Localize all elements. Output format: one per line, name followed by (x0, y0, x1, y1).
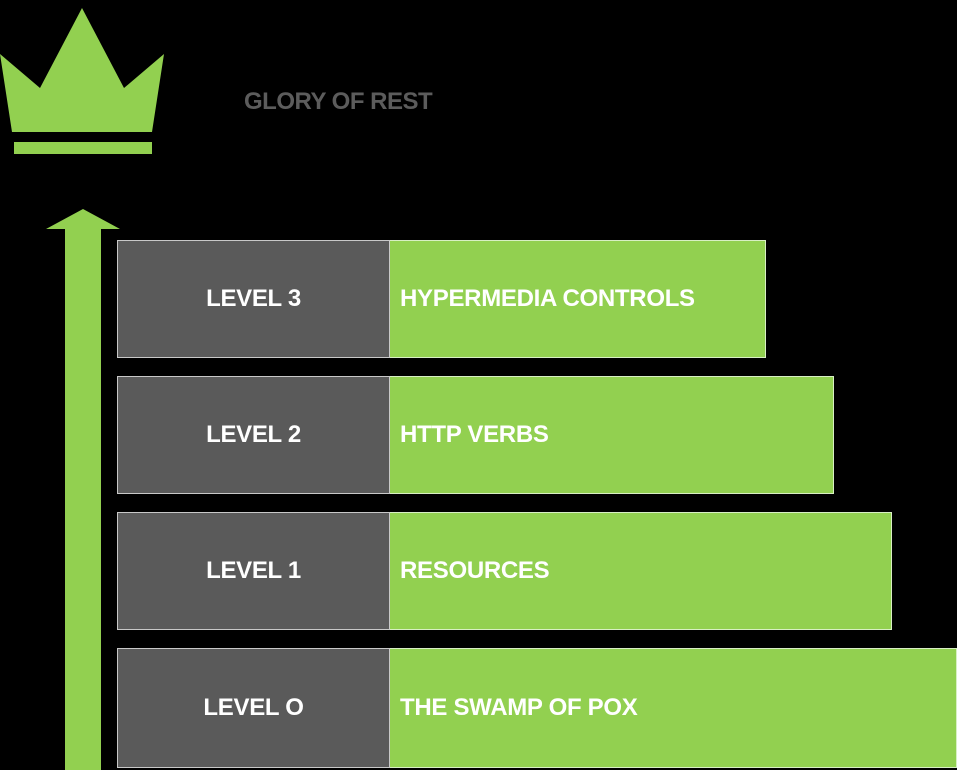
diagram-title: GLORY OF REST (244, 88, 433, 115)
level-row-3: LEVEL 3 HYPERMEDIA CONTROLS (117, 240, 766, 358)
level-row-0: LEVEL O THE SWAMP OF POX (117, 648, 957, 768)
level-description: HTTP VERBS (390, 376, 834, 494)
level-label: LEVEL O (117, 648, 390, 768)
level-row-1: LEVEL 1 RESOURCES (117, 512, 892, 630)
level-label: LEVEL 2 (117, 376, 390, 494)
level-row-2: LEVEL 2 HTTP VERBS (117, 376, 834, 494)
level-description: RESOURCES (390, 512, 892, 630)
crown-icon (0, 8, 164, 154)
level-label: LEVEL 3 (117, 240, 390, 358)
level-label: LEVEL 1 (117, 512, 390, 630)
up-arrow-icon (46, 209, 120, 770)
level-description: HYPERMEDIA CONTROLS (390, 240, 766, 358)
level-description: THE SWAMP OF POX (390, 648, 957, 768)
